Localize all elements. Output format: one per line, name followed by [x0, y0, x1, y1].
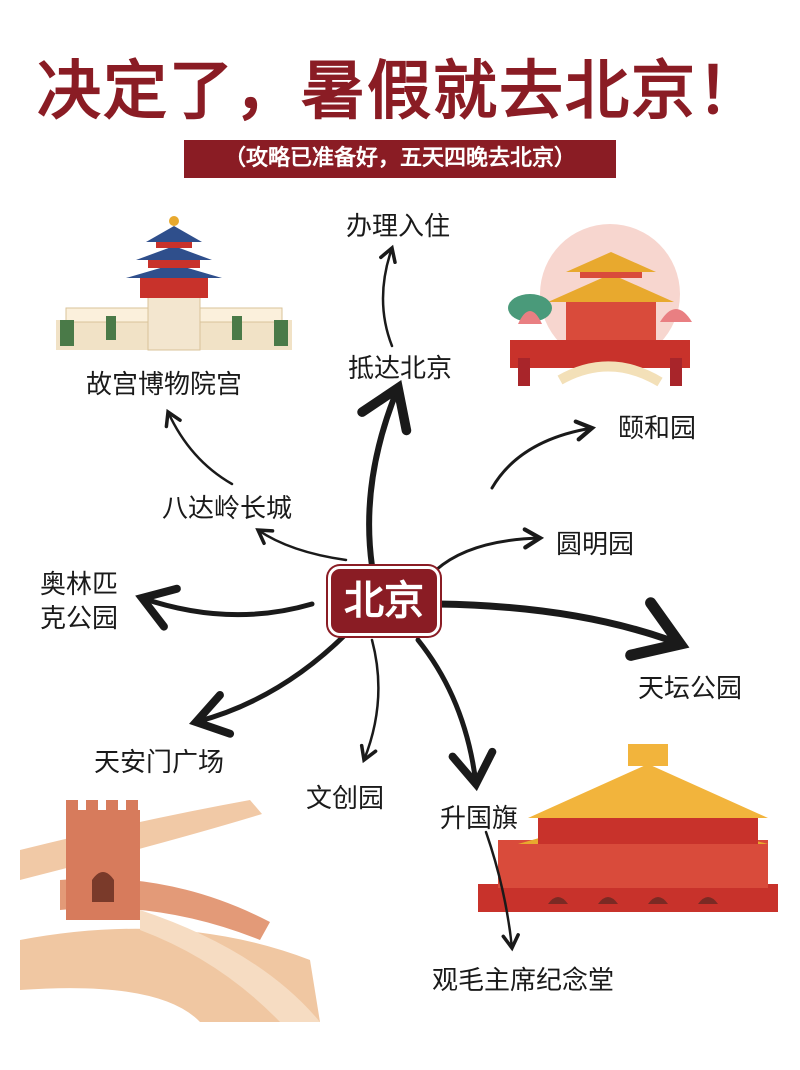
arrow-to-badaling: [255, 528, 348, 562]
node-yuanmingyuan: 圆明园: [556, 530, 635, 560]
node-arrive: 抵达北京: [348, 354, 453, 384]
node-summer-palace: 颐和园: [618, 414, 697, 444]
node-olympic-line2: 克公园: [40, 604, 119, 634]
arrow-to-mausoleum: [484, 830, 520, 952]
node-badaling: 八达岭长城: [162, 494, 293, 524]
node-checkin: 办理入住: [346, 212, 451, 242]
subtitle-text: （攻略已准备好，五天四晚去北京）: [223, 146, 576, 171]
node-temple-heaven: 天坛公园: [638, 674, 743, 704]
arrow-to-temple-heaven: [434, 597, 690, 661]
arrow-to-palace-museum: [164, 408, 234, 486]
node-flag-raising: 升国旗: [440, 804, 519, 834]
node-olympic-line1: 奥林匹: [40, 570, 119, 600]
arrow-to-flag: [415, 637, 497, 792]
node-olympic-park: 奥林匹 克公园: [40, 568, 118, 636]
node-wenchuang: 文创园: [306, 784, 385, 814]
great-wall-illustration: [20, 800, 320, 1022]
node-tiananmen: 天安门广场: [94, 748, 225, 778]
center-node-beijing: 北京: [328, 566, 440, 636]
arrow-to-summer-palace: [490, 419, 597, 490]
arrow-to-yuanmingyuan: [434, 527, 545, 572]
arrow-to-tiananmen: [189, 629, 351, 738]
node-mausoleum: 观毛主席纪念堂: [432, 966, 615, 996]
arrow-to-wenchuang: [359, 638, 380, 764]
subtitle-banner: （攻略已准备好，五天四晚去北京）: [184, 140, 616, 178]
node-palace-museum: 故宫博物院宫: [86, 370, 243, 400]
page-title: 决定了，暑假就去北京！: [37, 55, 763, 129]
tiananmen-gate-illustration: [478, 744, 778, 912]
arrow-to-arrive: [357, 380, 412, 569]
arrow-to-olympic: [135, 584, 315, 631]
arrow-to-checkin: [379, 244, 397, 348]
pavilion-lotus-illustration: [508, 224, 692, 387]
temple-of-heaven-illustration: [56, 216, 292, 351]
